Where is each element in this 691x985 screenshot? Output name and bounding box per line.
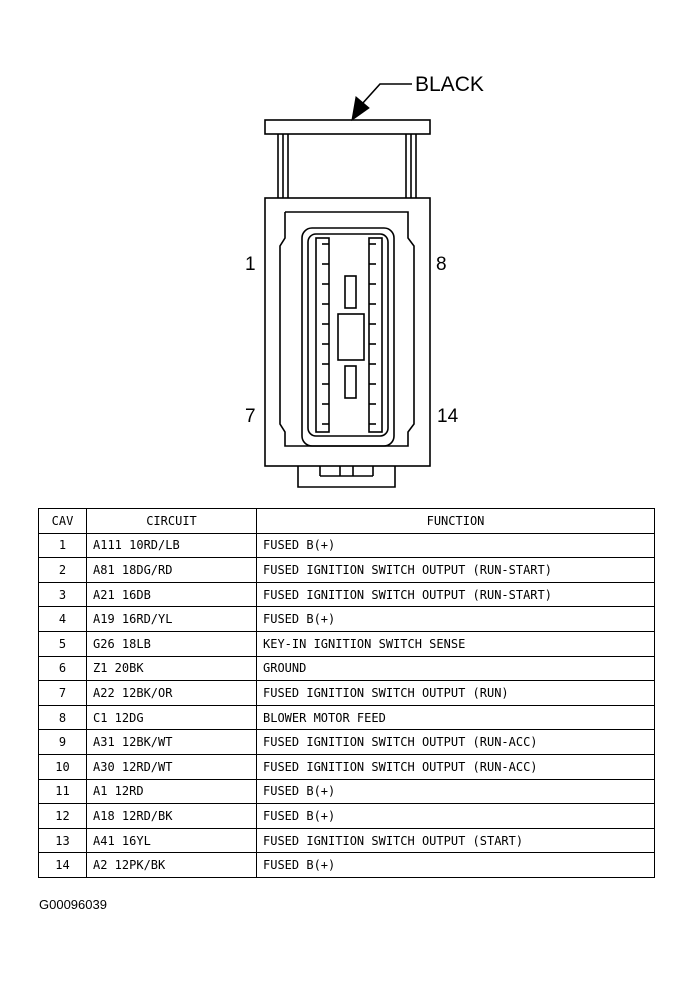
circuit-cell: C1 12DG <box>86 704 257 731</box>
circuit-cell: A21 16DB <box>86 581 257 608</box>
cav-cell: 2 <box>38 557 87 583</box>
header-function: FUNCTION <box>256 508 655 534</box>
header-circuit: CIRCUIT <box>86 508 257 534</box>
function-cell: FUSED IGNITION SWITCH OUTPUT (RUN) <box>256 680 655 706</box>
cavity-label-7: 7 <box>245 406 256 427</box>
cavity-label-1: 1 <box>245 254 256 275</box>
cav-cell: 7 <box>38 680 87 706</box>
circuit-cell: A41 16YL <box>86 827 257 854</box>
circuit-cell: A30 12RD/WT <box>86 753 257 780</box>
cav-cell: 8 <box>38 704 87 731</box>
connector-inner-outline <box>279 211 415 447</box>
connector-color-label: BLACK <box>415 73 484 96</box>
cav-cell: 3 <box>38 581 87 608</box>
function-cell: BLOWER MOTOR FEED <box>256 704 655 731</box>
circuit-cell: A22 12BK/OR <box>86 680 257 706</box>
cavity-label-14: 14 <box>437 406 459 427</box>
terminal-slot-right <box>368 237 383 433</box>
connector-top-cap <box>264 119 431 135</box>
center-key-middle <box>337 313 365 361</box>
function-cell: GROUND <box>256 655 655 682</box>
function-cell: FUSED B(+) <box>256 532 655 559</box>
circuit-cell: Z1 20BK <box>86 655 257 682</box>
function-cell: FUSED IGNITION SWITCH OUTPUT (RUN-ACC) <box>256 729 655 755</box>
header-cav: CAV <box>38 508 87 534</box>
cav-cell: 9 <box>38 729 87 755</box>
terminal-slot-right-dividers <box>369 243 376 425</box>
circuit-cell: A18 12RD/BK <box>86 803 257 829</box>
circuit-cell: G26 18LB <box>86 630 257 657</box>
cav-cell: 10 <box>38 753 87 780</box>
function-cell: KEY-IN IGNITION SWITCH SENSE <box>256 630 655 657</box>
table-header-row: CAV CIRCUIT FUNCTION <box>38 508 655 534</box>
function-cell: FUSED IGNITION SWITCH OUTPUT (RUN-START) <box>256 581 655 608</box>
cav-cell: 13 <box>38 827 87 854</box>
center-key-top <box>344 275 357 309</box>
function-cell: FUSED IGNITION SWITCH OUTPUT (RUN-ACC) <box>256 753 655 780</box>
circuit-cell: A81 18DG/RD <box>86 557 257 583</box>
center-key-bottom <box>344 365 357 399</box>
terminal-slot-left <box>315 237 330 433</box>
terminal-slot-left-dividers <box>322 243 329 425</box>
cav-cell: 1 <box>38 532 87 559</box>
cav-cell: 5 <box>38 630 87 657</box>
function-cell: FUSED IGNITION SWITCH OUTPUT (START) <box>256 827 655 854</box>
function-cell: FUSED B(+) <box>256 803 655 829</box>
function-cell: FUSED B(+) <box>256 606 655 632</box>
circuit-cell: A19 16RD/YL <box>86 606 257 632</box>
cavity-label-8: 8 <box>436 254 447 275</box>
cavity-block <box>301 227 395 447</box>
cav-cell: 4 <box>38 606 87 632</box>
leader-arrow <box>351 83 412 122</box>
cav-cell: 11 <box>38 778 87 805</box>
figure-id: G00096039 <box>39 897 107 912</box>
function-cell: FUSED B(+) <box>256 852 655 878</box>
connector-diagram: BLACK <box>245 73 484 488</box>
function-cell: FUSED B(+) <box>256 778 655 805</box>
circuit-cell: A1 12RD <box>86 778 257 805</box>
connector-body <box>264 197 431 467</box>
latch-rails <box>277 134 417 198</box>
cav-cell: 6 <box>38 655 87 682</box>
connector-bottom-tab <box>297 466 396 488</box>
circuit-cell: A111 10RD/LB <box>86 532 257 559</box>
function-cell: FUSED IGNITION SWITCH OUTPUT (RUN-START) <box>256 557 655 583</box>
cav-cell: 14 <box>38 852 87 878</box>
circuit-cell: A31 12BK/WT <box>86 729 257 755</box>
cavity-block-inner <box>307 233 389 437</box>
cav-cell: 12 <box>38 803 87 829</box>
circuit-cell: A2 12PK/BK <box>86 852 257 878</box>
